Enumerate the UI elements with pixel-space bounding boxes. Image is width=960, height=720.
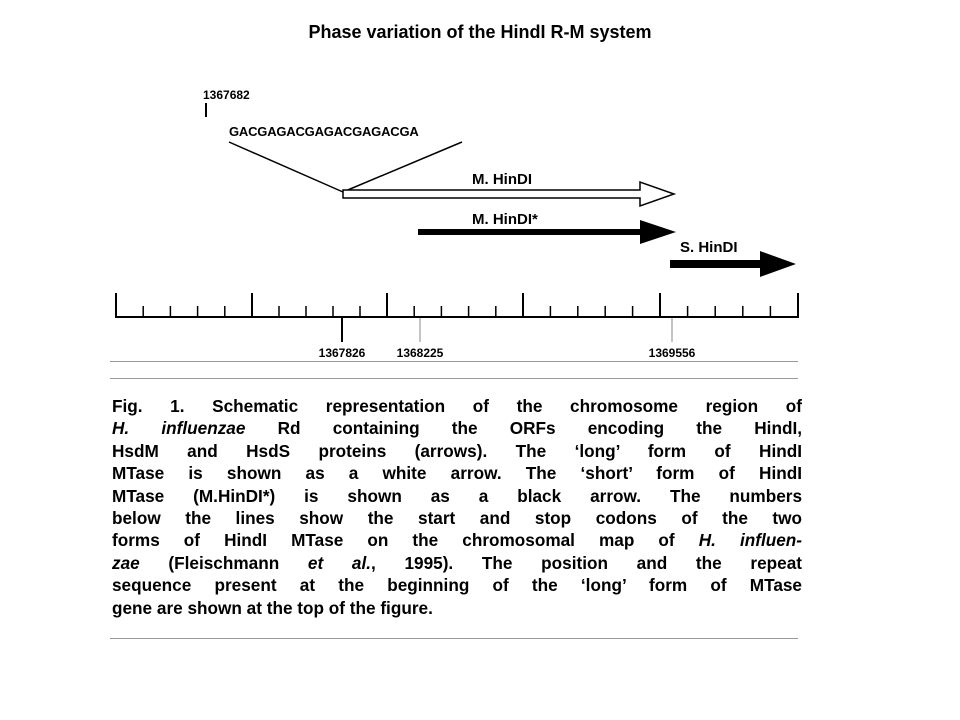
slide-title: Phase variation of the HindI R-M system: [308, 22, 652, 42]
caption-line: zae (Fleischmann et al., 1995). The posi…: [112, 552, 802, 573]
gene-label-hsds: S. HinDI: [680, 239, 738, 256]
sequence-bracket-right: [342, 141, 463, 193]
caption-line: sequence present at the beginning of the…: [112, 575, 802, 596]
caption-line: MTase (M.HinDI*) is shown as a black arr…: [112, 485, 802, 506]
coord-stop: 1369556: [649, 346, 696, 360]
gene-label-long: M. HinDI: [472, 171, 532, 188]
caption-line: MTase is shown as a white arrow. The ‘sh…: [112, 463, 802, 484]
caption-line: H. influenzae Rd containing the ORFs enc…: [112, 418, 802, 439]
mtase-short-arrow: [418, 220, 676, 244]
caption-rule-bottom: [110, 638, 798, 639]
chromosome-ruler: [115, 293, 799, 342]
coord-long-start: 1368225: [397, 346, 444, 360]
caption-rule-mid: [110, 378, 798, 379]
repeat-sequence: GACGAGACGAGACGAGACGA: [229, 124, 419, 139]
caption-line: Fig. 1. Schematic representation of the …: [112, 396, 802, 416]
figure-caption: Fig. 1. Schematic representation of the …: [112, 395, 802, 619]
caption-label: Fig. 1.: [112, 396, 185, 416]
hsds-arrow: [670, 251, 796, 277]
caption-rule-top: [110, 361, 798, 362]
caption-line: forms of HindI MTase on the chromosomal …: [112, 530, 802, 551]
caption-line: HsdM and HsdS proteins (arrows). The ‘lo…: [112, 440, 802, 461]
sequence-bracket-left: [228, 141, 344, 193]
gene-label-short: M. HinDI*: [472, 211, 538, 228]
caption-line: below the lines show the start and stop …: [112, 508, 802, 529]
repeat-position-label: 1367682: [203, 88, 250, 102]
mtase-long-arrow: [342, 180, 677, 208]
coord-short-start: 1367826: [319, 346, 366, 360]
caption-line: gene are shown at the top of the figure.: [112, 597, 433, 618]
